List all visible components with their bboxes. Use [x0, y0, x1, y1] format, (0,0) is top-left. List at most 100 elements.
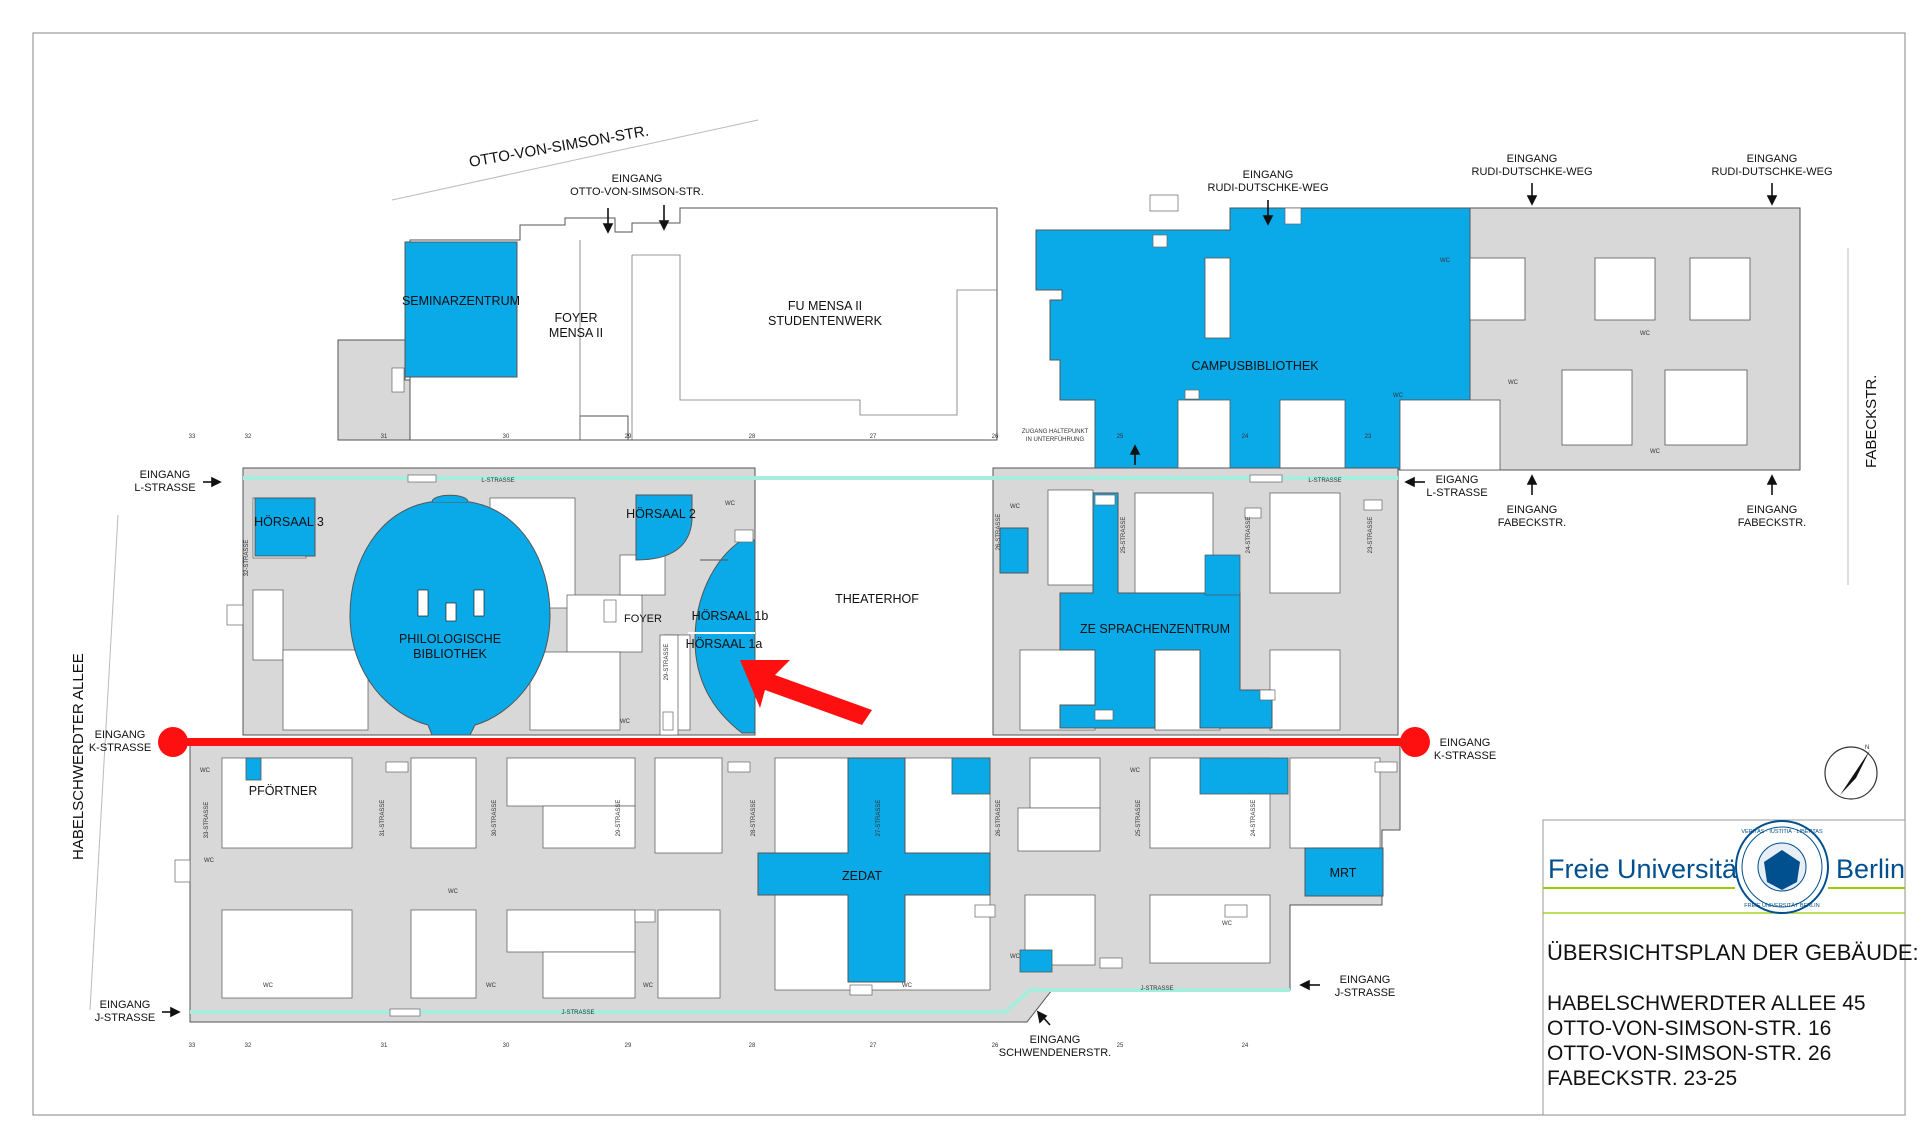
- upper-east-block: [992, 467, 1399, 736]
- corridor-j-strasse: [190, 988, 1290, 1014]
- entrance-otto-l2: OTTO-VON-SIMSON-STR.: [570, 186, 704, 198]
- grid-b25: 25: [1117, 1043, 1124, 1049]
- label-philbib-l2: BIBLIOTHEK: [413, 647, 487, 661]
- grid-t32: 32: [245, 434, 252, 440]
- grid-b30: 30: [503, 1043, 510, 1049]
- upper-west-block: [226, 467, 756, 736]
- wc-marker: WC: [1393, 393, 1404, 399]
- corr-l2: L-STRASSE: [1308, 478, 1341, 484]
- address-3: OTTO-VON-SIMSON-STR. 26: [1547, 1042, 1831, 1065]
- corr-29b: 29-STRASSE: [616, 800, 622, 837]
- corr-29: 29-STRASSE: [664, 644, 670, 681]
- corr-26b: 26-STRASSE: [996, 800, 1002, 837]
- label-hoersaal-1a: HÖRSAAL 1a: [686, 637, 763, 651]
- wc-marker: WC: [620, 719, 631, 725]
- k-strasse-east-marker: [1400, 727, 1430, 757]
- wc-markers: WC WC WC WC WC WC WC WC WC WC WC WC WC W…: [200, 258, 1661, 989]
- label-campusbibliothek: CAMPUSBIBLIOTHEK: [1191, 359, 1319, 373]
- label-hoersaal-2: HÖRSAAL 2: [626, 507, 696, 521]
- corr-30: 30-STRASSE: [492, 800, 498, 837]
- label-zugang-l1: ZUGANG HALTEPUNKT: [1022, 429, 1089, 435]
- entrance-jwest-l2: J-STRASSE: [95, 1012, 156, 1024]
- entrance-jeast-l2: J-STRASSE: [1335, 987, 1396, 999]
- address-2: OTTO-VON-SIMSON-STR. 16: [1547, 1017, 1831, 1040]
- compass-label: N: [1865, 745, 1869, 751]
- entrance-fab2-l1: EINGANG: [1747, 504, 1798, 516]
- corr-28: 28-STRASSE: [751, 800, 757, 837]
- entrance-otto-l1: EINGANG: [612, 173, 663, 185]
- entrance-kwest-l2: K-STRASSE: [89, 742, 151, 754]
- wc-marker: WC: [204, 858, 215, 864]
- corr-25: 25-STRASSE: [1121, 517, 1127, 554]
- info-panel: Freie Universität Berlin VERITAS · IUSTI…: [1542, 819, 1919, 1116]
- entrance-rudi2-l1: EINGANG: [1507, 153, 1558, 165]
- entrance-kwest-l1: EINGANG: [95, 729, 146, 741]
- pfoertner-room: [245, 757, 262, 781]
- lower-block: [174, 744, 1401, 1023]
- grid-b32: 32: [245, 1043, 252, 1049]
- label-pfoertner: PFÖRTNER: [249, 784, 318, 798]
- corr-31: 31-STRASSE: [380, 800, 386, 837]
- wc-marker: WC: [200, 768, 211, 774]
- wc-marker: WC: [1222, 921, 1233, 927]
- entrance-fab1-l1: EINGANG: [1507, 504, 1558, 516]
- street-fabeck: FABECKSTR.: [1863, 375, 1880, 468]
- grid-b31: 31: [381, 1043, 388, 1049]
- corr-26: 26-STRASSE: [996, 514, 1002, 551]
- label-foyer-mensa-l1: FOYER: [554, 311, 597, 325]
- entrance-jwest-l1: EINGANG: [100, 999, 151, 1011]
- entrance-keast-l2: K-STRASSE: [1434, 750, 1496, 762]
- wc-marker: WC: [1508, 380, 1519, 386]
- wc-marker: WC: [1130, 768, 1141, 774]
- grid-b27: 27: [870, 1043, 877, 1049]
- grid-t33: 33: [189, 434, 196, 440]
- compass-icon: N: [1824, 745, 1878, 800]
- entrance-fab1-l2: FABECKSTR.: [1498, 517, 1566, 529]
- label-mensa-l1: FU MENSA II: [788, 299, 862, 313]
- grid-t26: 26: [992, 434, 999, 440]
- corr-25b: 25-STRASSE: [1136, 800, 1142, 837]
- entrance-least-l2: L-STRASSE: [1426, 487, 1487, 499]
- grid-b33: 33: [189, 1043, 196, 1049]
- entrance-jeast-l1: EINGANG: [1340, 974, 1391, 986]
- wc-marker: WC: [1640, 331, 1651, 337]
- label-mrt: MRT: [1330, 866, 1357, 880]
- grid-b26: 26: [992, 1043, 999, 1049]
- hoersaal-1-room: [694, 539, 756, 734]
- room-labels: SEMINARZENTRUM FOYER MENSA II FU MENSA I…: [249, 294, 1357, 883]
- label-zedat: ZEDAT: [842, 869, 882, 883]
- entrance-rudi3-l1: EINGANG: [1747, 153, 1798, 165]
- north-west-block: [337, 207, 998, 441]
- corr-j1: J-STRASSE: [561, 1010, 594, 1016]
- label-seminarzentrum: SEMINARZENTRUM: [402, 294, 520, 308]
- wc-marker: WC: [1010, 504, 1021, 510]
- corr-23: 23-STRASSE: [1368, 517, 1374, 554]
- seal-top-text: VERITAS · IUSTITIA · LIBERTAS: [1741, 829, 1823, 835]
- zedat-room: [757, 757, 991, 983]
- label-foyer: FOYER: [624, 613, 662, 625]
- label-mensa-l2: STUDENTENWERK: [768, 314, 883, 328]
- wc-marker: WC: [1440, 258, 1451, 264]
- grid-t23: 23: [1365, 434, 1372, 440]
- uni-city: Berlin: [1836, 854, 1905, 884]
- mrt-room: [1304, 847, 1384, 897]
- label-sprachenzentrum: ZE SPRACHENZENTRUM: [1080, 622, 1230, 636]
- seal-bottom-text: FREIE UNIVERSITÄT BERLIN: [1744, 902, 1819, 909]
- grid-t29: 29: [625, 434, 632, 440]
- corr-33: 33-STRASSE: [204, 802, 210, 839]
- university-seal-icon: VERITAS · IUSTITIA · LIBERTAS FREIE UNIV…: [1735, 820, 1829, 914]
- entrance-rudi1-l2: RUDI-DUTSCHKE-WEG: [1208, 182, 1329, 194]
- entrance-schw-l1: EINGANG: [1030, 1034, 1081, 1046]
- address-4: FABECKSTR. 23-25: [1547, 1067, 1737, 1090]
- wc-marker: WC: [486, 983, 497, 989]
- hoersaal-pointer-arrow: [740, 660, 872, 725]
- entrance-keast-l1: EINGANG: [1440, 737, 1491, 749]
- grid-t31: 31: [381, 434, 388, 440]
- corr-24b: 24-STRASSE: [1251, 800, 1257, 837]
- corr-27: 27-STRASSE: [876, 800, 882, 837]
- seminarzentrum-room: [404, 241, 518, 378]
- entrance-rudi1-l1: EINGANG: [1243, 169, 1294, 181]
- street-habel: HABELSCHWERDTER ALLEE: [70, 653, 87, 860]
- label-theaterhof: THEATERHOF: [835, 592, 919, 606]
